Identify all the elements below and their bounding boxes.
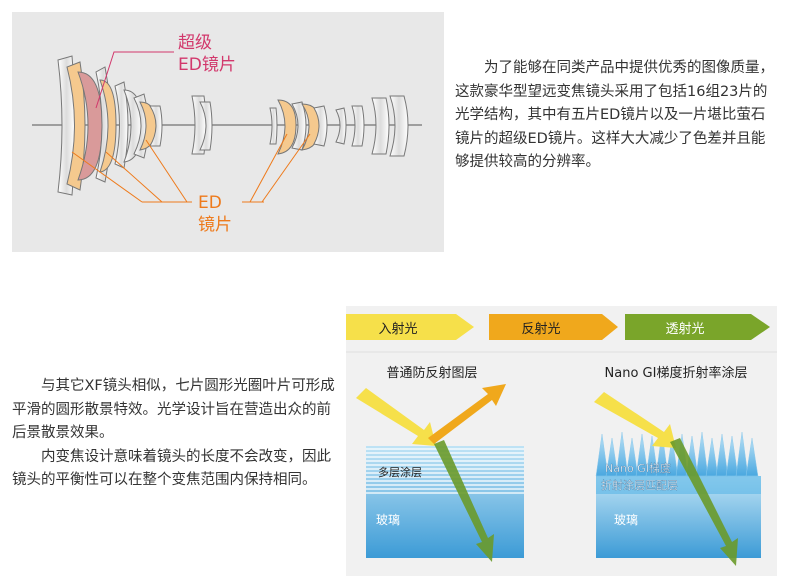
internal-zoom-paragraph: 内变焦设计意味着镜头的长度不会改变，因此镜头的平衡性可以在整个变焦范围内保持相同…	[12, 448, 331, 489]
left-coating-label: 多层涂层	[378, 465, 422, 479]
ed-label-line1: ED	[198, 193, 222, 213]
legend-transmitted-label: 透射光	[665, 321, 704, 337]
right-coating-label-line1: Nano GI梯度	[605, 461, 671, 475]
aperture-paragraph: 与其它XF镜头相似，七片圆形光圈叶片可形成平滑的圆形散景特效。光学设计旨在营造出…	[12, 378, 335, 441]
super-ed-callout-line	[95, 51, 174, 109]
super-ed-label-line1: 超级	[178, 33, 212, 53]
intro-paragraph: 为了能够在同类产品中提供优秀的图像质量，这款豪华型望远变焦镜头采用了包括16组2…	[455, 60, 774, 170]
right-transmitted-arrow	[670, 438, 738, 566]
left-reflected-arrow	[428, 384, 506, 444]
lens-structure-diagram: 超级 ED镜片 ED 镜片	[32, 33, 422, 235]
lens-element	[149, 105, 163, 147]
super-ed-lens-element	[77, 71, 103, 181]
lens-structure-panel: 超级 ED镜片 ED 镜片	[12, 12, 444, 252]
right-glass-label: 玻璃	[614, 513, 638, 527]
ed-lens-element	[277, 99, 297, 155]
zoom-description: 与其它XF镜头相似，七片圆形光圈叶片可形成平滑的圆形散景特效。光学设计旨在营造出…	[12, 375, 342, 493]
lens-element	[351, 105, 365, 147]
lens-element	[313, 105, 328, 147]
lens-element	[335, 107, 347, 145]
left-incident-arrow	[356, 388, 436, 446]
legend-transmitted-swatch	[625, 314, 770, 340]
legend-incident-label: 入射光	[378, 321, 417, 337]
coating-comparison-diagram: 入射光 反射光 透射光 普通防反射图层 Nano GI梯度折射率涂层 多层涂层 …	[346, 314, 777, 566]
right-incident-arrow	[594, 392, 676, 448]
left-glass-label: 玻璃	[376, 513, 400, 527]
super-ed-label-line2: ED镜片	[178, 55, 236, 75]
legend-reflected-label: 反射光	[521, 321, 560, 337]
left-title: 普通防反射图层	[386, 365, 477, 381]
right-coating-label-line2: 折射涂层匹配层	[601, 478, 678, 492]
coating-comparison-panel: 入射光 反射光 透射光 普通防反射图层 Nano GI梯度折射率涂层 多层涂层 …	[346, 306, 777, 576]
lens-element	[371, 97, 390, 155]
right-matching-layer	[596, 476, 761, 494]
ed-label-line2: 镜片	[198, 215, 232, 235]
ed-lens-element	[99, 79, 117, 173]
legend-incident-swatch	[346, 314, 474, 340]
right-title: Nano GI梯度折射率涂层	[605, 365, 748, 381]
ed-callout-lines	[71, 133, 311, 203]
legend-reflected-swatch	[489, 314, 618, 340]
left-transmitted-arrow	[434, 440, 494, 562]
lens-element	[199, 101, 213, 151]
lens-element	[269, 107, 278, 145]
lens-element	[389, 95, 409, 157]
